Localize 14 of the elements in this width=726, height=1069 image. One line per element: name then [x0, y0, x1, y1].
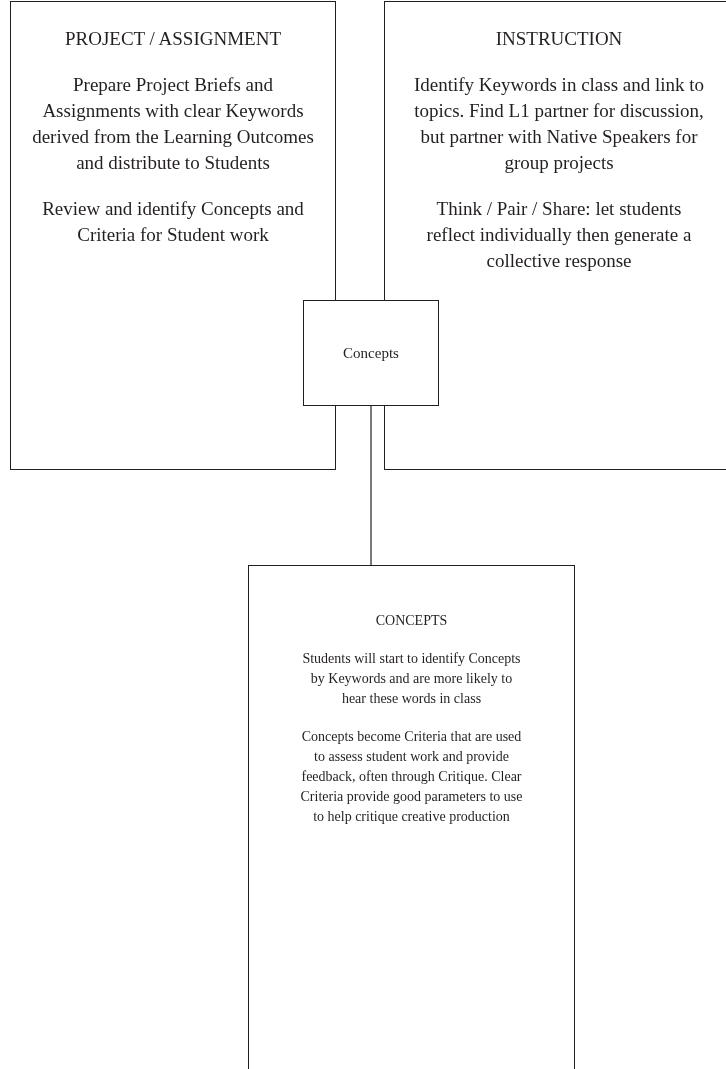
text-box: [248, 565, 575, 1069]
box-body: Identify Keywords in class and link to topics. Find L1 partner for discussion, but partner with Native Speakers for group projects: [412, 73, 706, 175]
box-body: Review and identify Concepts and Criteria for Student work: [41, 197, 305, 247]
label-box: [303, 300, 439, 406]
box-label: Concepts: [343, 343, 399, 363]
box-heading: PROJECT / ASSIGNMENT: [64, 27, 282, 51]
text-box: [10, 1, 336, 470]
box-body: Think / Pair / Share: let students reflect individually then generate a collective response: [425, 197, 693, 273]
box-body: Concepts become Criteria that are used to assess student work and provide feedback, often through Critique. Clear Criteria provide good parameters to use to help critique creative production: [299, 728, 524, 826]
box-heading: INSTRUCTION: [495, 27, 623, 51]
connector-line: [370, 405, 372, 566]
box-body: Students will start to identify Concepts by Keywords and are more likely to hear these words in class: [301, 650, 522, 708]
box-heading: CONCEPTS: [375, 612, 448, 630]
box-body: Prepare Project Briefs and Assignments with clear Keywords derived from the Learning Outcomes and distribute to Students: [31, 73, 315, 175]
